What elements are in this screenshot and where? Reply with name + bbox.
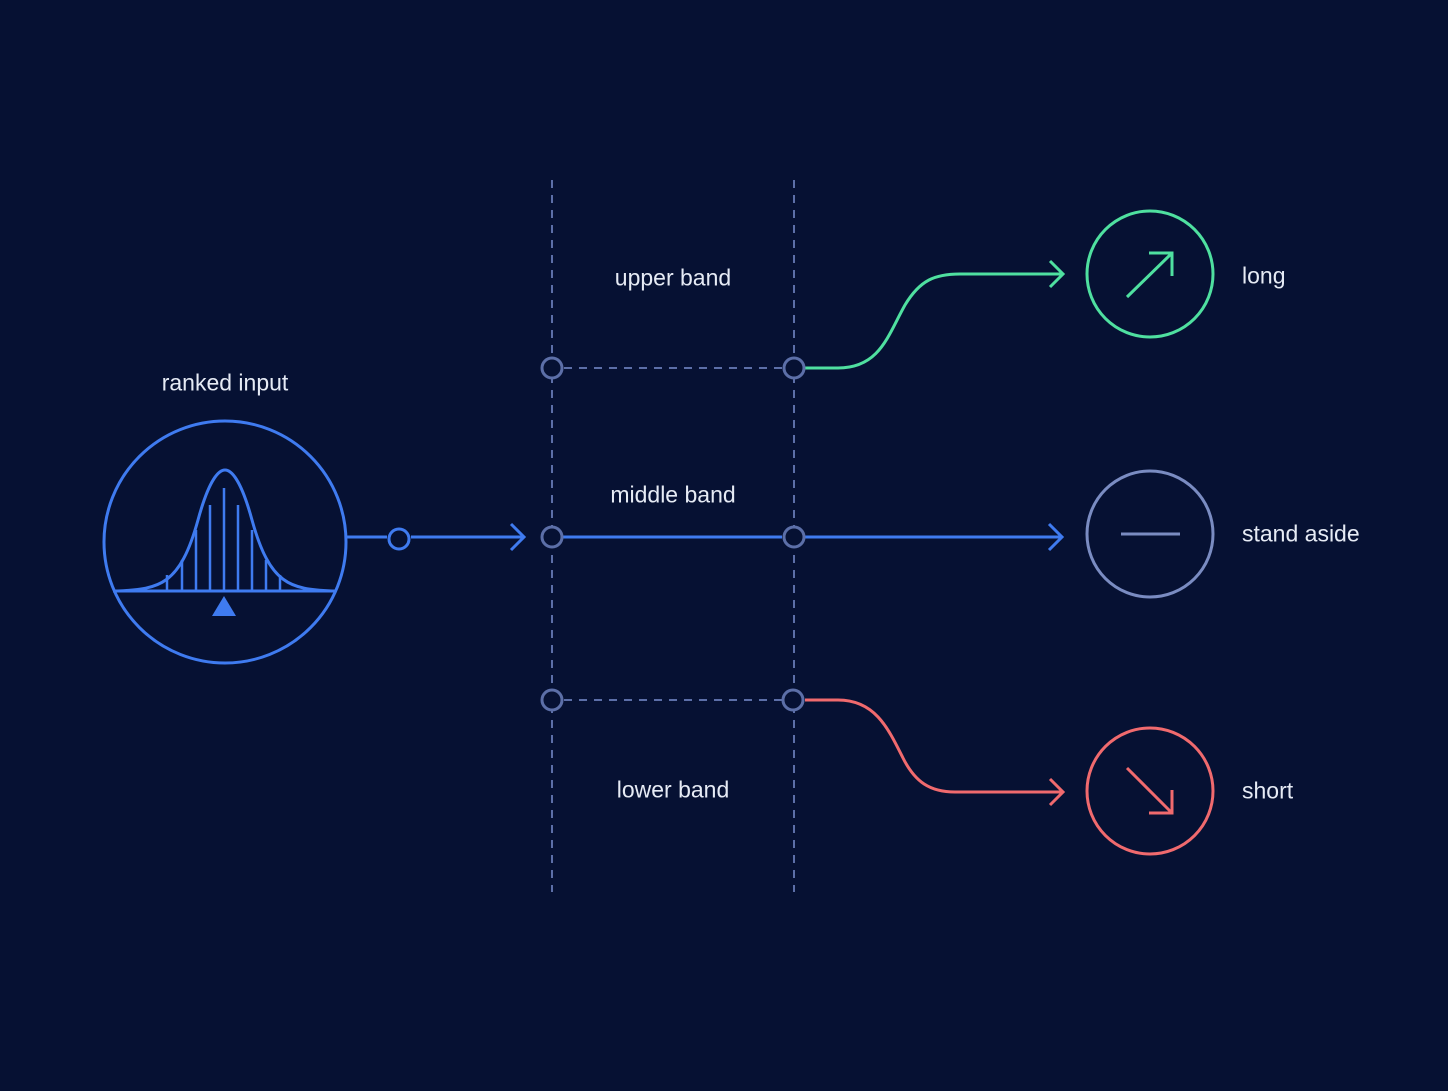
minus-icon bbox=[1085, 469, 1215, 599]
arrow-down-right-icon bbox=[1085, 726, 1215, 856]
stand-aside-arrowhead bbox=[1047, 522, 1065, 552]
lower-right-node bbox=[781, 688, 805, 712]
lower-left-node bbox=[540, 688, 564, 712]
lower-band-label: lower band bbox=[616, 776, 730, 803]
stand-aside-label: stand aside bbox=[1242, 520, 1360, 547]
input-node bbox=[387, 527, 411, 551]
short-arrowhead bbox=[1048, 777, 1066, 807]
long-label: long bbox=[1242, 262, 1286, 289]
upper-left-node bbox=[540, 356, 564, 380]
middle-left-node bbox=[540, 525, 564, 549]
bell-curve-icon bbox=[102, 419, 348, 665]
middle-band-label: middle band bbox=[610, 481, 736, 508]
middle-right-node bbox=[782, 525, 806, 549]
input-label: ranked input bbox=[161, 369, 289, 396]
short-path bbox=[805, 698, 1062, 794]
short-label: short bbox=[1242, 777, 1294, 804]
upper-right-node bbox=[782, 356, 806, 380]
arrow-up-right-icon bbox=[1085, 209, 1215, 339]
input-arrowhead bbox=[509, 522, 527, 552]
upper-band-label: upper band bbox=[614, 264, 732, 291]
long-arrowhead bbox=[1048, 259, 1066, 289]
long-path bbox=[805, 272, 1062, 370]
